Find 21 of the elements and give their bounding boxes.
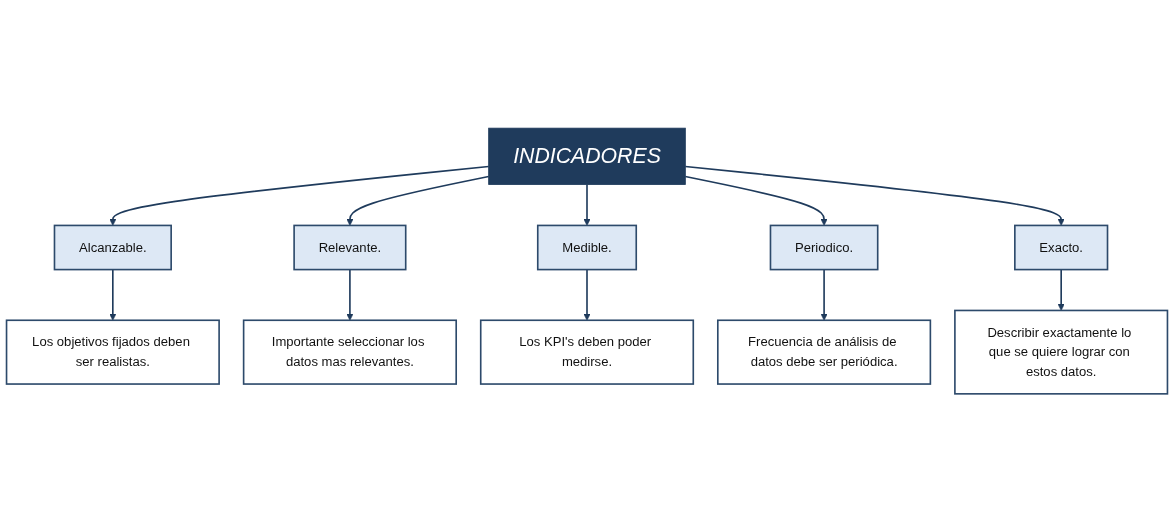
node-box: Periodico. [769, 224, 879, 271]
node-box: Importante seleccionar los datos mas relevantes. [242, 319, 457, 385]
arrow [109, 268, 117, 321]
arrow [583, 183, 591, 226]
arrow [346, 175, 490, 226]
node-box: Describir exactamente lo que se quiere lograr con estos datos. [954, 309, 1169, 395]
arrow [820, 268, 828, 321]
node-box: Alcanzable. [53, 224, 172, 271]
arrow [684, 175, 828, 226]
node-box: Exacto. [1014, 224, 1109, 271]
node-box: INDICADORES [488, 127, 686, 185]
arrow [684, 165, 1065, 226]
node-box: Los objetivos fijados deben ser realistas. [5, 319, 220, 385]
arrow [109, 165, 490, 226]
node-box: Frecuencia de análisis de datos debe ser periódica. [717, 319, 932, 385]
node-box: Medible. [536, 224, 638, 271]
node-box: Los KPI's deben poder medirse. [479, 319, 695, 385]
node-box: Relevante. [293, 224, 407, 271]
arrow [346, 268, 354, 321]
arrow [583, 268, 591, 321]
arrow [1057, 268, 1065, 311]
